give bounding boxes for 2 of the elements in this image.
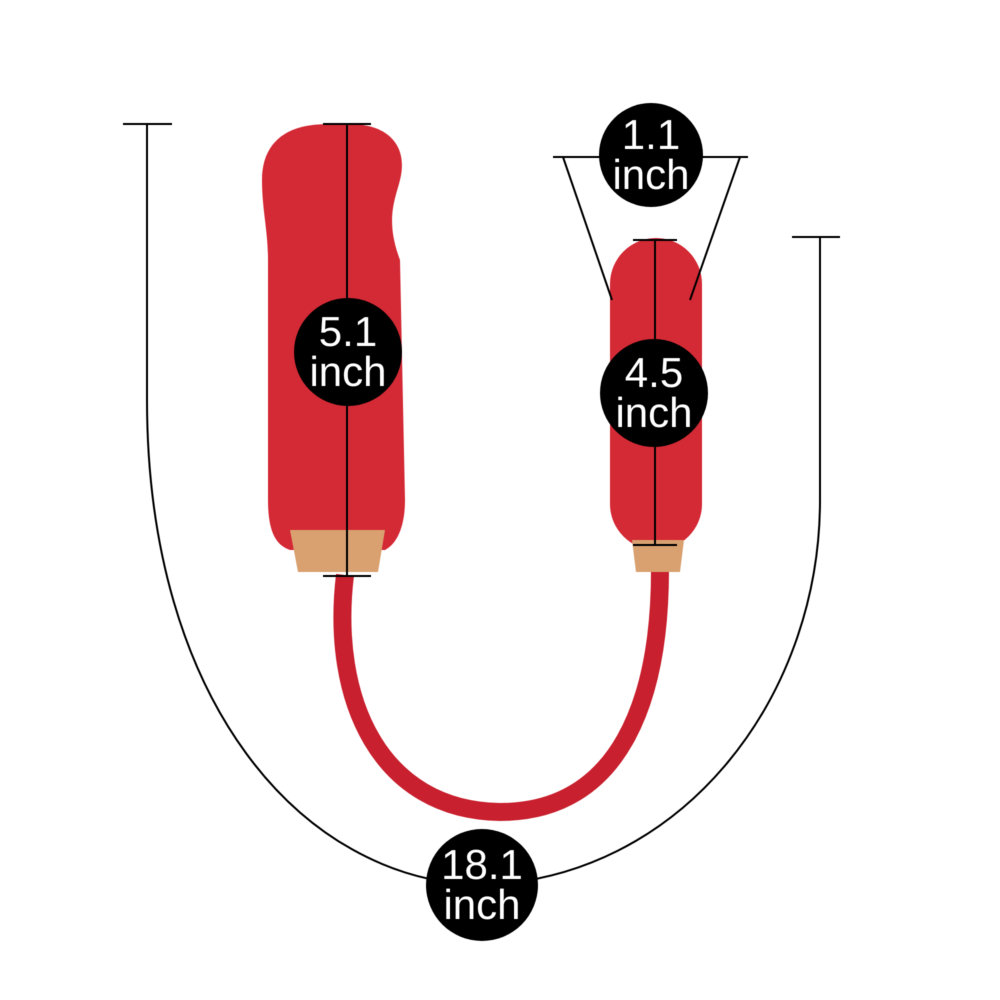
dimension-label: 1.1 inch xyxy=(599,103,703,207)
dimension-label: 18.1 inch xyxy=(426,829,538,941)
